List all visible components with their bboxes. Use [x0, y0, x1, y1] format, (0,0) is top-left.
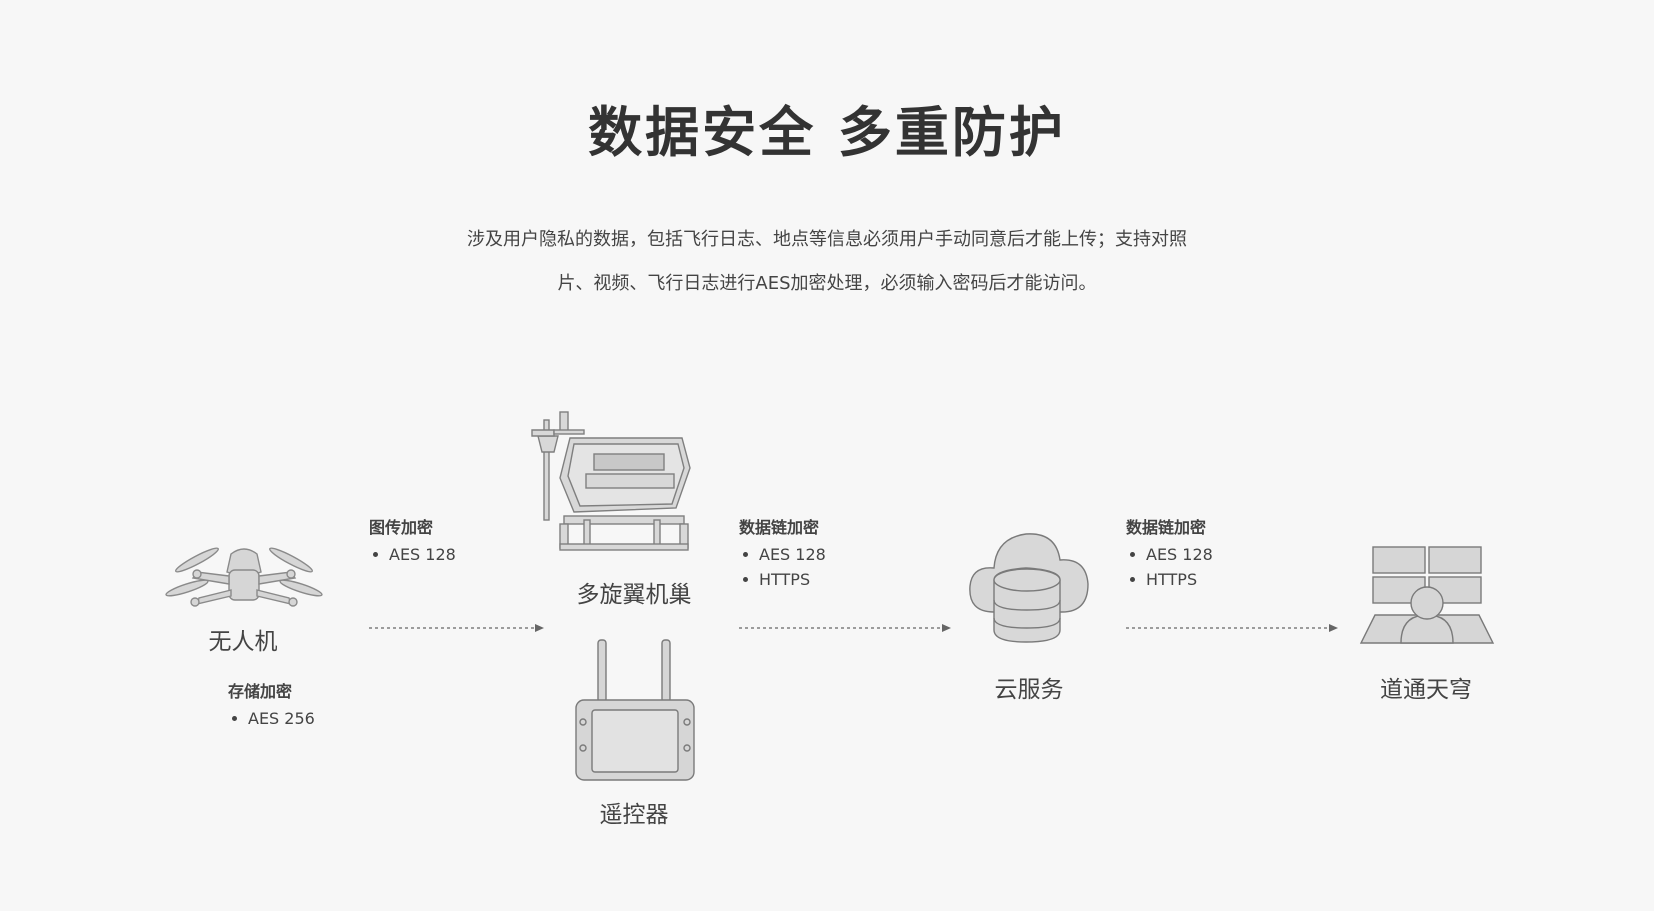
cloud-server-icon: [969, 533, 1089, 643]
encryption-title: 存储加密: [228, 682, 293, 701]
node-label-dock: 多旋翼机巢: [576, 582, 692, 608]
node-label-drone: 无人机: [208, 629, 278, 655]
description: 涉及用户隐私的数据，包括飞行日志、地点等信息必须用户手动同意后才能上传；支持对照…: [427, 218, 1227, 306]
description-line-2: 片、视频、飞行日志进行AES加密处理，必须输入密码后才能访问。: [557, 273, 1097, 294]
encryption-image: 图传加密 AES 128: [369, 514, 456, 567]
encryption-title: 数据链加密: [739, 518, 820, 537]
node-label-platform: 道通天穹: [1380, 677, 1472, 703]
node-label-cloud: 云服务: [994, 677, 1064, 703]
encryption-item: AES 128: [739, 542, 826, 567]
arrow-dock-to-cloud: [739, 624, 951, 632]
drone-icon: [165, 547, 323, 607]
encryption-item: AES 128: [1126, 542, 1213, 567]
dock-icon: [531, 411, 691, 551]
encryption-item: AES 256: [228, 706, 315, 731]
arrow-drone-to-dock: [369, 624, 544, 632]
encryption-title: 数据链加密: [1126, 518, 1207, 537]
arrow-cloud-to-platform: [1126, 624, 1338, 632]
remote-controller-icon: [575, 639, 695, 781]
encryption-item: AES 128: [369, 542, 456, 567]
node-label-remote: 遥控器: [599, 802, 669, 828]
description-line-1: 涉及用户隐私的数据，包括飞行日志、地点等信息必须用户手动同意后才能上传；支持对照: [467, 229, 1187, 250]
encryption-item: HTTPS: [739, 567, 826, 592]
page-title: 数据安全 多重防护: [588, 101, 1066, 164]
encryption-item: HTTPS: [1126, 567, 1213, 592]
encryption-link-1: 数据链加密 AES 128 HTTPS: [739, 514, 826, 592]
encryption-title: 图传加密: [369, 518, 434, 537]
encryption-storage: 存储加密 AES 256: [228, 678, 315, 731]
encryption-link-2: 数据链加密 AES 128 HTTPS: [1126, 514, 1213, 592]
platform-user-icon: [1359, 546, 1495, 644]
